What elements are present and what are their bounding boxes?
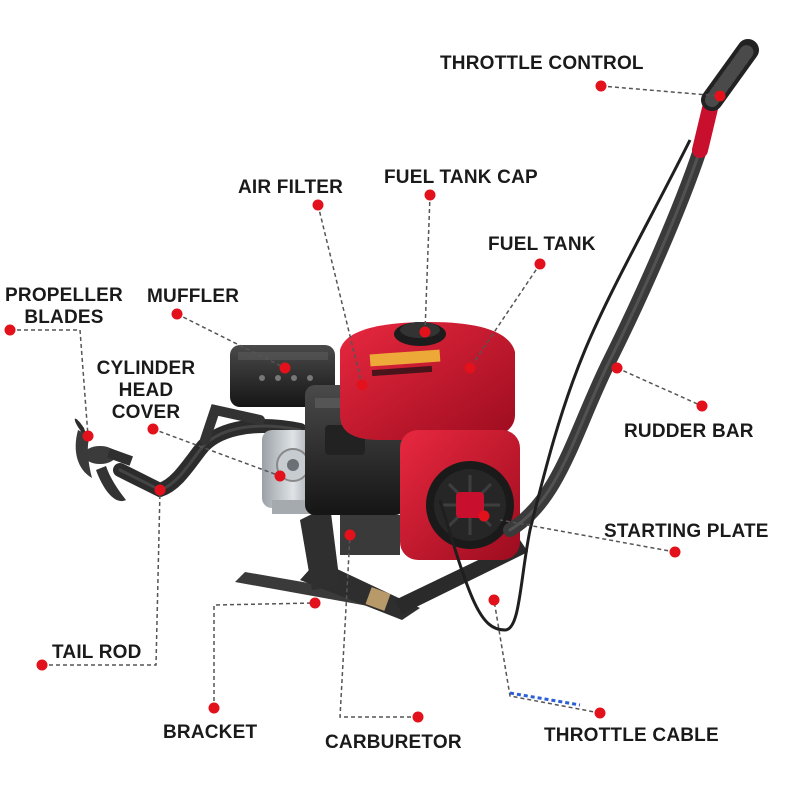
leader-carburetor [339,534,418,718]
marker-fuel-tank-part [464,362,476,374]
marker-cylinder-head-cover-part [274,470,286,482]
label-fuel-tank: FUEL TANK [488,234,596,255]
marker-propeller-blades-label [4,324,16,336]
throttle-cable [438,139,692,707]
marker-fuel-tank-cap-part [419,326,431,338]
marker-air-filter-part [356,379,368,391]
marker-fuel-tank-cap-label [424,189,436,201]
marker-throttle-control-part [714,90,726,102]
marker-muffler-part [279,362,291,374]
label-propeller-blades-line1: PROPELLER [5,285,123,306]
label-cylinder-head-cover: CYLINDER HEAD COVER [96,358,196,424]
label-cylinder-line3: COVER [111,402,181,423]
label-starting-plate: STARTING PLATE [604,521,769,542]
label-air-filter: AIR FILTER [238,177,344,198]
marker-starting-plate-part [478,510,490,522]
leader-lines [10,85,721,718]
leader-cylinder-head-cover [152,428,281,477]
marker-throttle-cable-part [488,594,500,606]
leader-propeller-blades [10,329,89,437]
marker-air-filter-label [312,199,324,211]
propeller [74,418,133,502]
marker-carburetor-label [412,711,424,723]
rudder-bar [503,39,759,537]
marker-carburetor-part [344,529,356,541]
label-propeller-blades: PROPELLER BLADES [4,285,124,329]
marker-throttle-control-label [595,80,607,92]
leader-fuel-tank-cap [424,194,431,333]
marker-bracket-label [208,702,220,714]
marker-starting-plate-label [669,546,681,558]
leader-air-filter [317,204,363,386]
engine-block [340,430,520,560]
marker-muffler-label [171,308,183,320]
label-muffler: MUFFLER [147,286,240,307]
marker-propeller-blades-part [82,430,94,442]
leader-throttle-control [600,85,721,97]
leader-throttle-cable [493,599,601,714]
leader-bracket [213,602,316,708]
markers [4,80,726,723]
label-cylinder-line2: HEAD [118,380,174,401]
label-propeller-blades-line2: BLADES [24,307,104,328]
leader-rudder-bar [616,367,703,407]
marker-fuel-tank-label [534,258,546,270]
label-throttle-cable: THROTTLE CABLE [544,725,719,746]
label-rudder-bar: RUDDER BAR [624,421,754,442]
label-fuel-tank-cap: FUEL TANK CAP [384,167,538,188]
marker-rudder-bar-label [611,362,623,374]
label-throttle-control: THROTTLE CONTROL [440,53,644,74]
marker-tail-rod-label [36,659,48,671]
marker-bracket-part [309,597,321,609]
marker-tail-rod-part [154,484,166,496]
marker-throttle-cable-label [594,707,606,719]
leader-tail-rod [42,489,161,666]
tail-rod [113,404,307,498]
leader-muffler [176,313,286,369]
marker-rudder-bar-part [696,400,708,412]
label-cylinder-line1: CYLINDER [96,358,196,379]
leader-starting-plate [499,519,676,553]
label-tail-rod: TAIL ROD [52,642,142,663]
fuel-tank [340,322,515,440]
label-bracket: BRACKET [163,722,258,743]
marker-cylinder-head-cover-label [147,423,159,435]
label-carburetor: CARBURETOR [325,732,462,753]
